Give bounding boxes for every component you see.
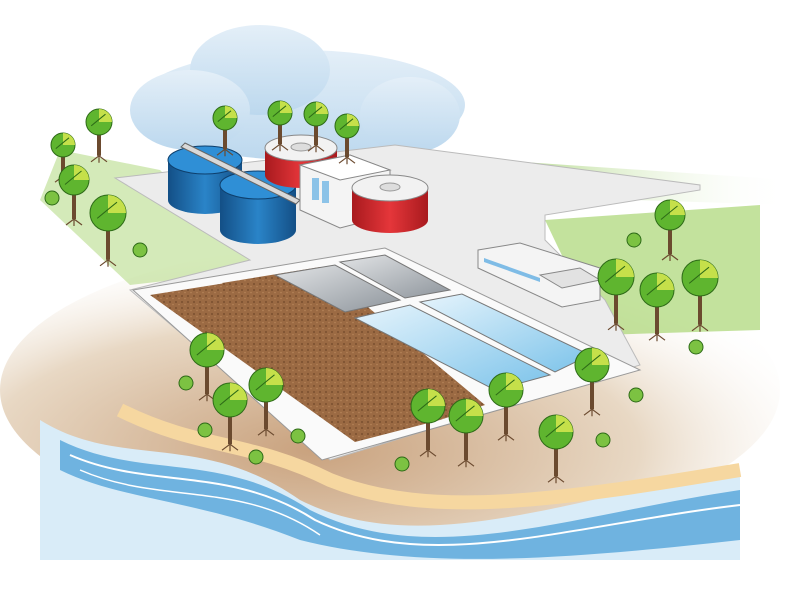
tree (50, 132, 76, 184)
tree (189, 332, 225, 402)
bushes (44, 190, 704, 472)
tree (58, 164, 90, 226)
tree (334, 113, 360, 165)
walkway-bridge (180, 142, 301, 205)
trees (50, 100, 719, 484)
bush (178, 375, 194, 391)
cloud (130, 25, 465, 160)
bush (688, 339, 704, 355)
bush (394, 456, 410, 472)
tree (639, 272, 675, 342)
grass-left (40, 150, 260, 285)
drying-bed-1 (150, 276, 440, 442)
tree (89, 194, 127, 267)
tree (248, 367, 284, 437)
bush (44, 190, 60, 206)
tree (85, 108, 113, 163)
tree (267, 100, 293, 152)
red-tank-2 (351, 174, 429, 233)
bush (626, 232, 642, 248)
clear-basin-1 (353, 304, 552, 391)
tree (488, 372, 524, 442)
bush (628, 387, 644, 403)
bush (595, 432, 611, 448)
river (40, 403, 742, 560)
tree (538, 414, 574, 484)
bush (197, 422, 213, 438)
pump-building (477, 242, 602, 308)
treatment-basins (131, 247, 642, 461)
bush (248, 449, 264, 465)
tree (654, 199, 686, 261)
tree (574, 347, 610, 417)
tree (212, 105, 238, 157)
settling-basin-1 (273, 264, 402, 313)
settling-basin-2 (338, 254, 452, 299)
tree (681, 259, 719, 332)
bush (290, 428, 306, 444)
drying-bed-2 (222, 267, 485, 420)
tree (597, 258, 635, 331)
tree (303, 101, 329, 153)
tree (448, 398, 484, 468)
tree (410, 388, 446, 458)
bush (132, 242, 148, 258)
tree (212, 382, 248, 452)
